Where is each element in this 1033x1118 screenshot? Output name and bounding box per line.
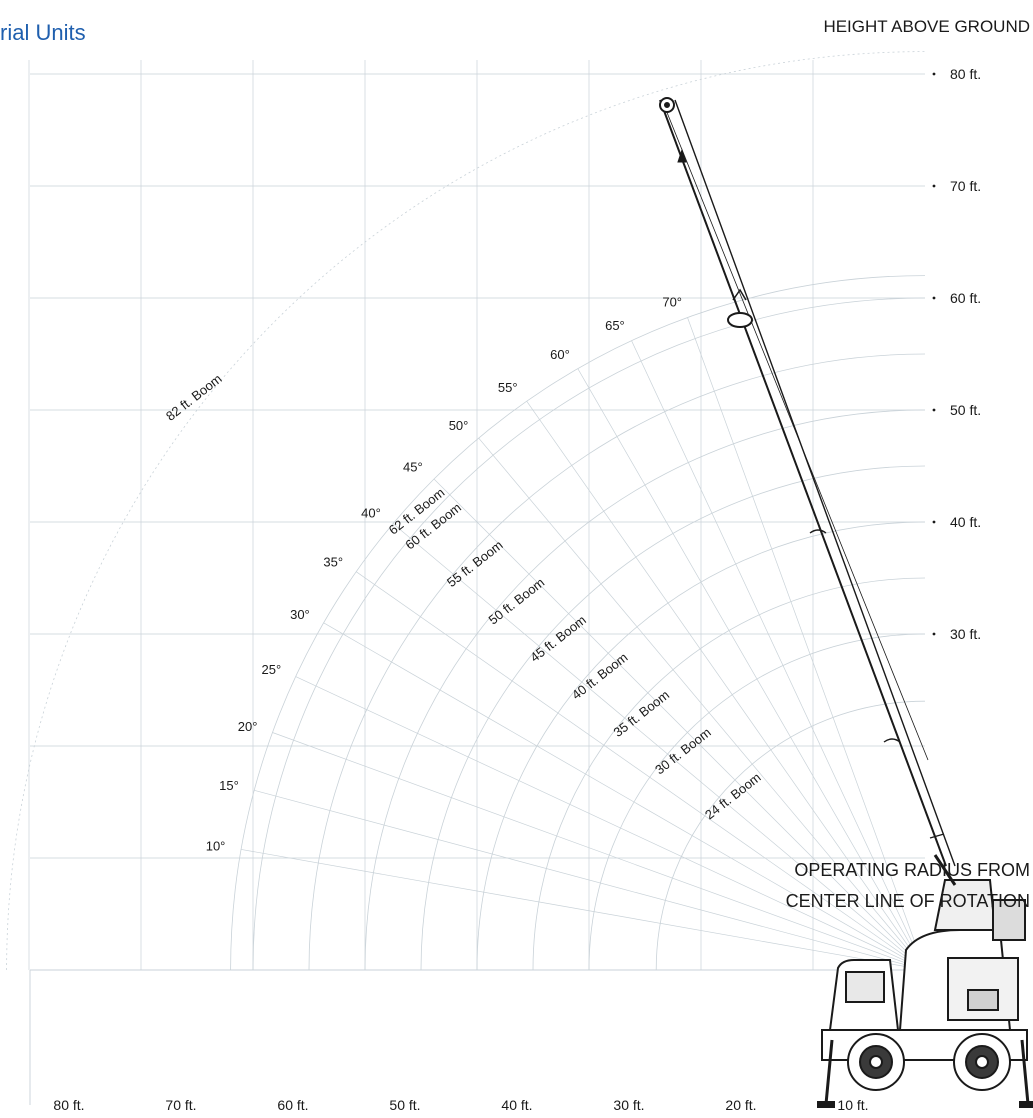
outrigger-left: [824, 1039, 834, 1105]
angle-label: 65°: [605, 318, 625, 333]
radius-tick-label: 20 ft.: [725, 1097, 756, 1113]
angle-label: 10°: [206, 839, 226, 854]
boom-label: 82 ft. Boom: [163, 371, 225, 424]
angle-ray: [478, 437, 926, 971]
boom-label: 50 ft. Boom: [486, 575, 548, 628]
height-tick-mark: [932, 72, 936, 76]
outrigger-pad-right: [1019, 1101, 1033, 1108]
angle-ray: [272, 732, 926, 971]
turret: [933, 879, 997, 931]
height-tick-label: 40 ft.: [950, 514, 981, 530]
radius-tick-label: 50 ft.: [389, 1097, 420, 1113]
angle-ray: [577, 368, 926, 971]
angle-rays: [241, 317, 926, 971]
boom-collar-70: [727, 312, 753, 328]
extended-boom: [659, 97, 956, 867]
rear-wheel-hub: [975, 1055, 989, 1069]
boom-upper-edge: [659, 99, 947, 867]
boom-arrow: [677, 148, 687, 163]
radius-tick-label: 60 ft.: [277, 1097, 308, 1113]
radius-caption-line-1: OPERATING RADIUS FROM: [794, 860, 1030, 880]
height-axis-ticks: 90 ft.80 ft.70 ft.60 ft.50 ft.40 ft.30 f…: [932, 66, 981, 642]
angle-label: 20°: [238, 719, 258, 734]
front-wheel-hub: [869, 1055, 883, 1069]
height-tick-mark: [932, 184, 936, 188]
angle-label: 35°: [323, 555, 343, 570]
outrigger-right: [1020, 1039, 1030, 1105]
boom-section-joint-2: [883, 738, 901, 743]
radius-tick-label: 70 ft.: [165, 1097, 196, 1113]
radius-tick-label: 40 ft.: [501, 1097, 532, 1113]
height-tick-mark: [932, 632, 936, 636]
height-tick-mark: [932, 296, 936, 300]
angle-ray: [323, 622, 926, 971]
height-tick-mark: [932, 520, 936, 524]
angle-ray: [392, 523, 926, 971]
angle-label: 30°: [290, 607, 310, 622]
height-tick-label: 30 ft.: [950, 626, 981, 642]
boom-inner-line: [665, 109, 929, 761]
radius-caption-line-2: CENTER LINE OF ROTATION: [786, 891, 1030, 911]
boom-section-joint-1: [809, 529, 827, 534]
angle-ray: [526, 400, 926, 971]
height-tick-label: 50 ft.: [950, 402, 981, 418]
radius-tick-label: 80 ft.: [53, 1097, 84, 1113]
box-panel: [967, 989, 999, 1011]
boom-pulley-top: [732, 288, 747, 301]
height-tick-label: 60 ft.: [950, 290, 981, 306]
angle-ray: [631, 340, 926, 971]
boom-section-tick: [929, 833, 945, 839]
boom-label: 55 ft. Boom: [444, 537, 506, 590]
truck-illustration: [817, 854, 1033, 1108]
height-tick-label: 70 ft.: [950, 178, 981, 194]
radius-tick-label: 10 ft.: [837, 1097, 868, 1113]
angle-ray: [241, 849, 926, 971]
angle-label: 40°: [361, 505, 381, 520]
page-title: rial Units: [0, 20, 86, 45]
angle-label: 50°: [449, 418, 469, 433]
boom-label: 45 ft. Boom: [527, 612, 589, 665]
angle-ray: [433, 478, 926, 971]
angle-label: 25°: [261, 662, 281, 677]
boom-base-lift: [933, 854, 957, 886]
reel: [992, 899, 1026, 941]
angle-labels: 10° 15° 20° 25° 30° 35° 40° 45° 50° 55° 60° 65° 70°: [206, 294, 682, 853]
outrigger-pad-left: [817, 1101, 835, 1108]
angle-ray: [254, 789, 926, 971]
angle-ray: [687, 317, 926, 971]
boom-label: 40 ft. Boom: [569, 650, 631, 703]
angle-label: 60°: [550, 347, 570, 362]
angle-label: 15°: [219, 778, 239, 793]
boom-label: 30 ft. Boom: [652, 725, 714, 778]
boom-sheave-hub: [664, 102, 670, 108]
boom-lower-edge: [674, 99, 956, 867]
height-tick-label: 80 ft.: [950, 66, 981, 82]
height-tick-mark: [932, 408, 936, 412]
angle-ray: [295, 676, 926, 971]
boom-arc: [6, 51, 926, 971]
angle-label: 70°: [662, 294, 682, 309]
cab-window: [845, 971, 885, 1003]
angle-label: 55°: [498, 380, 518, 395]
radius-axis-ticks: 80 ft. 70 ft. 60 ft. 50 ft. 40 ft. 30 ft. 20 f…: [53, 1097, 868, 1113]
angle-label: 45°: [403, 460, 423, 475]
height-axis-title: HEIGHT ABOVE GROUND: [823, 17, 1030, 36]
angle-ray: [355, 571, 926, 971]
radius-tick-label: 30 ft.: [613, 1097, 644, 1113]
